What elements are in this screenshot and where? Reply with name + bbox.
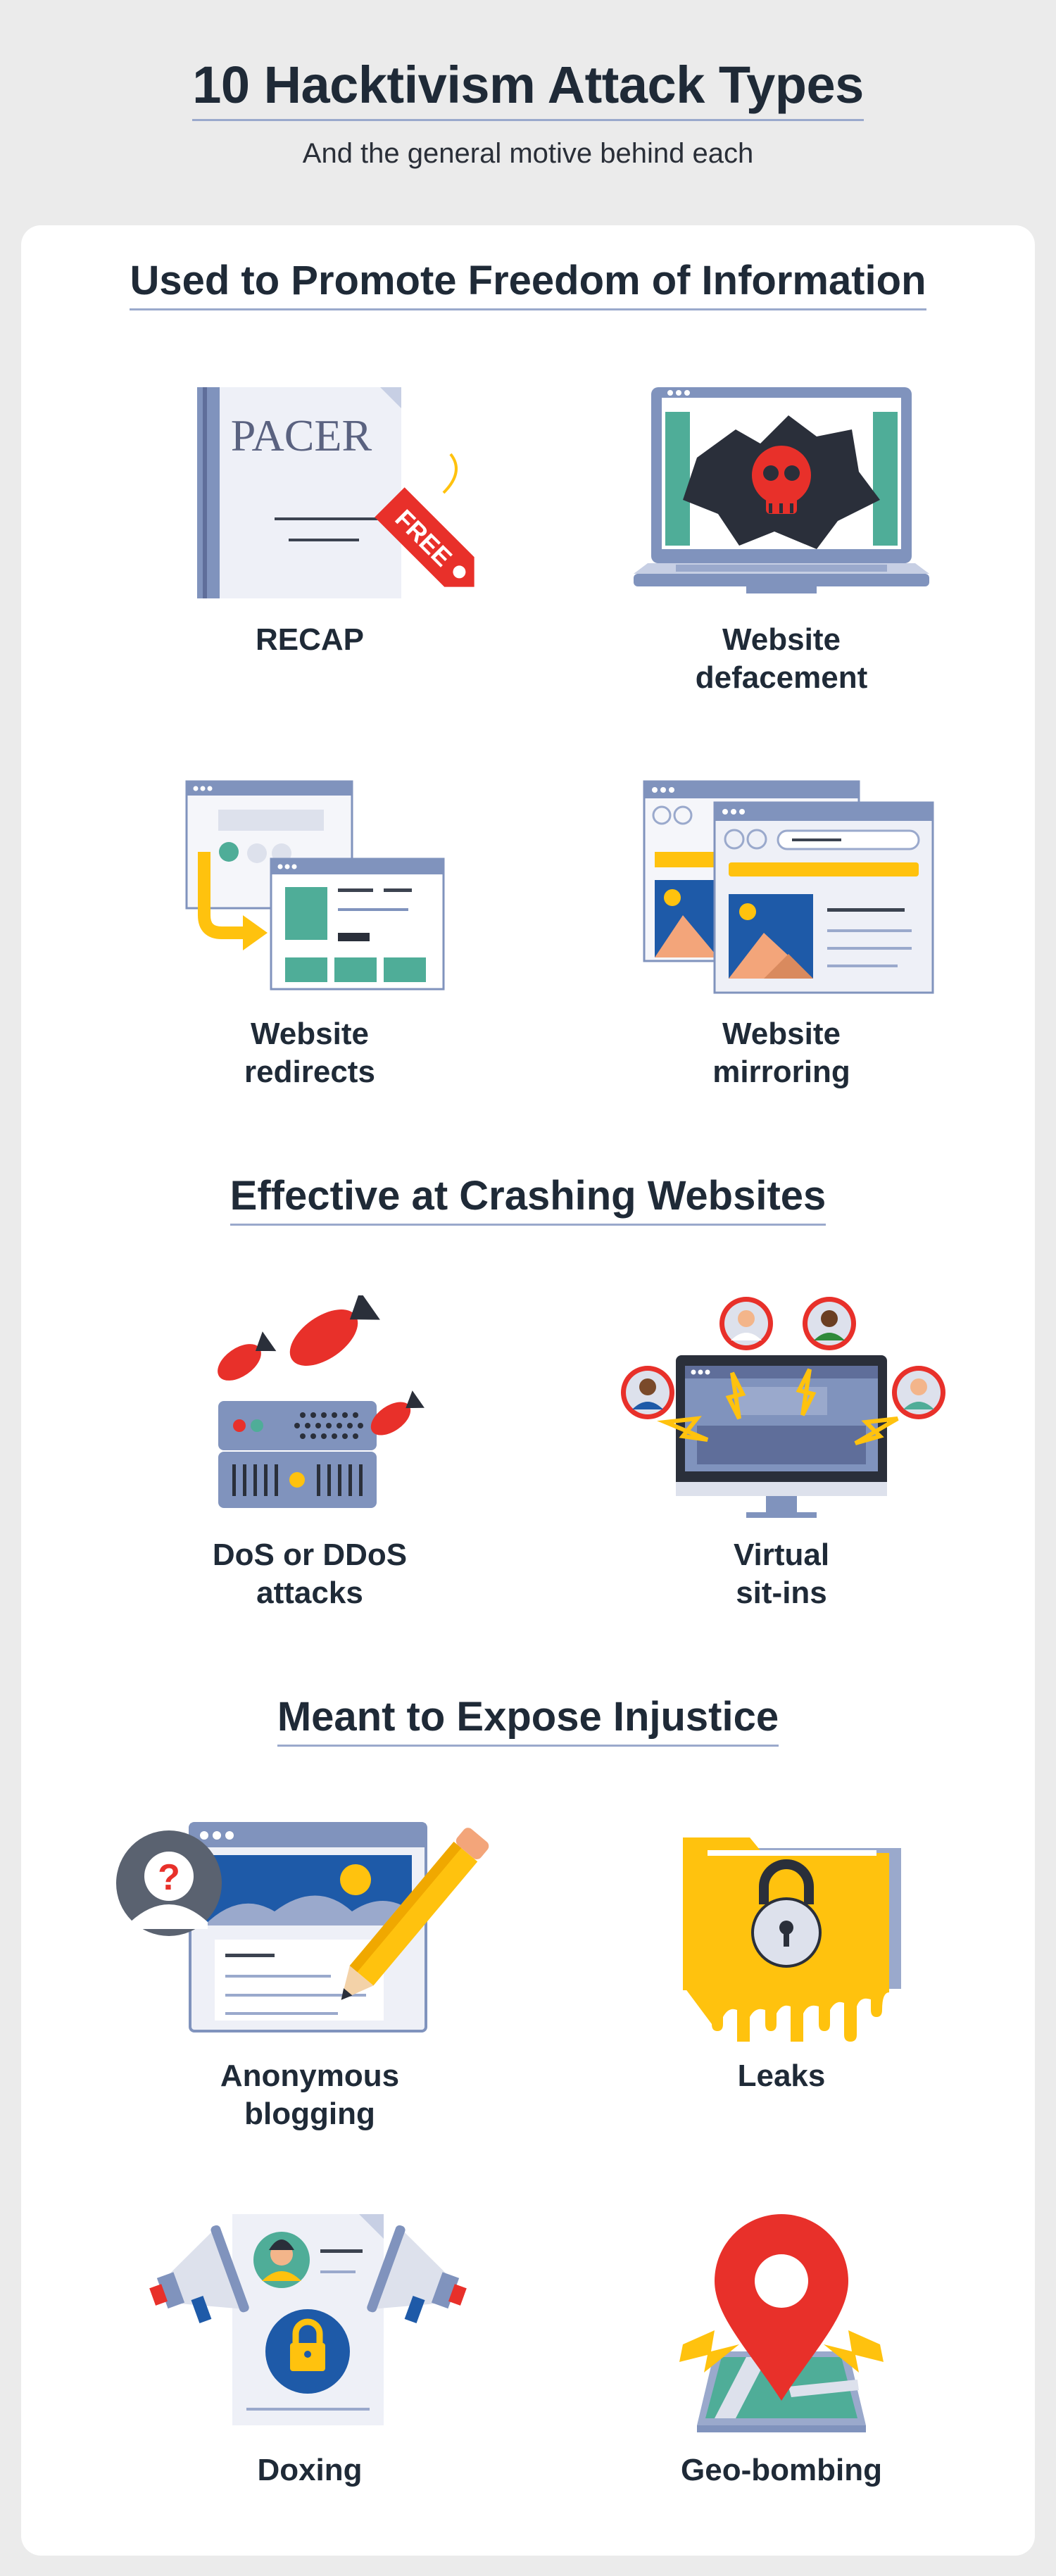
dripping-locked-folder-icon	[584, 1816, 979, 2042]
megaphones-profile-document-icon	[113, 2211, 507, 2436]
server-bombs-icon	[113, 1295, 507, 1521]
anonymous-blog-pencil-icon: ?	[113, 1816, 507, 2042]
content-card: Used to Promote Freedom of Information P…	[21, 225, 1035, 2556]
item-label: Doxing	[257, 2453, 363, 2487]
item-geo-bombing: Geo-bombing	[584, 2211, 979, 2489]
item-recap: PACER FREE RECAP	[113, 380, 507, 659]
item-leaks: Leaks	[584, 1816, 979, 2095]
item-label: RECAP	[255, 622, 365, 657]
browser-redirect-arrow-icon	[113, 774, 507, 1000]
section-title-crashing: Effective at Crashing Websites	[21, 1172, 1035, 1226]
map-pin-lightning-icon	[584, 2211, 979, 2436]
defaced-laptop-skull-icon	[584, 380, 979, 605]
pacer-text: PACER	[231, 410, 372, 460]
item-label: Leaks	[737, 2059, 826, 2093]
section-title-injustice: Meant to Expose Injustice	[21, 1693, 1035, 1747]
item-label: Geo-bombing	[681, 2453, 882, 2487]
page-title: 10 Hacktivism Attack Types	[0, 55, 1056, 121]
section-title-freedom: Used to Promote Freedom of Information	[21, 257, 1035, 310]
mirrored-browser-windows-icon	[584, 774, 979, 1000]
svg-text:?: ?	[158, 1857, 180, 1898]
pacer-document-free-tag-icon: PACER FREE	[113, 380, 507, 605]
page-subtitle: And the general motive behind each	[302, 138, 754, 169]
monitor-users-lightning-icon	[584, 1295, 979, 1521]
item-doxing: Doxing	[113, 2211, 507, 2489]
